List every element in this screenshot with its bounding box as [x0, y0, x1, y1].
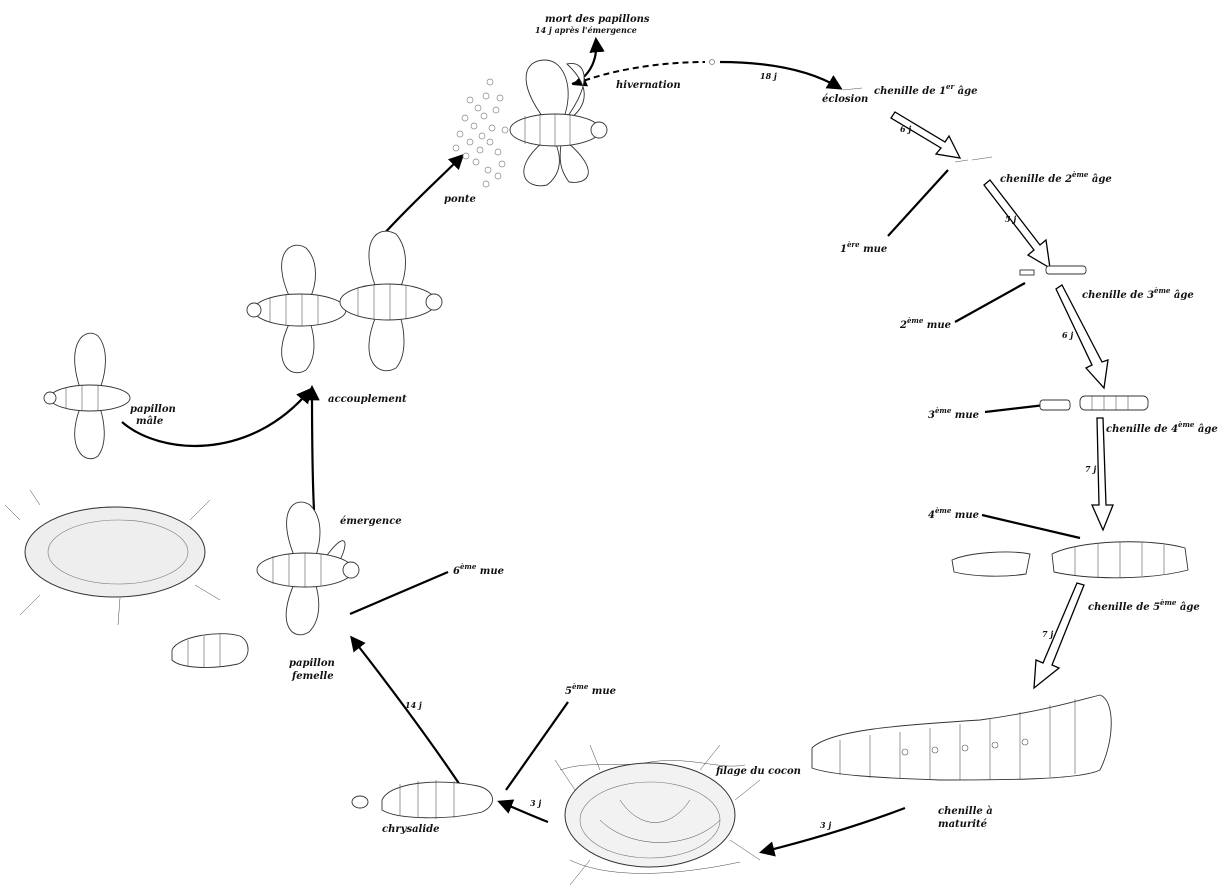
- label-chenille-2: chenille de 2ème âge: [1000, 170, 1112, 185]
- moult-lines: [350, 170, 1080, 790]
- label-chrysalide: chrysalide: [382, 824, 440, 835]
- arrow-6j-a: [891, 112, 960, 158]
- arrow-emergence: [312, 388, 314, 510]
- label-papillon-male-1: papillon: [130, 404, 176, 415]
- label-duration-3j-a: 3 j: [820, 820, 831, 830]
- label-mue-6: 6ème mue: [453, 562, 504, 577]
- label-papillon-femelle-2: femelle: [291, 671, 334, 682]
- caterpillar-stage-1-illustration: [843, 88, 862, 90]
- leader-mue-2: [955, 283, 1025, 322]
- caterpillar-stage-4-illustration: [1040, 396, 1148, 410]
- leader-mue-1: [888, 170, 948, 236]
- label-chenille-5: chenille de 5ème âge: [1088, 598, 1200, 613]
- leader-mue-3: [985, 405, 1045, 412]
- label-chenille-maturite-2: maturité: [938, 819, 987, 830]
- arrow-5j: [984, 180, 1050, 268]
- egg-illustration: [710, 60, 715, 65]
- label-duration-7j-a: 7 j: [1085, 464, 1096, 474]
- label-duration-18j: 18 j: [760, 71, 777, 81]
- label-hivernation: hivernation: [616, 80, 681, 91]
- label-chenille-4: chenille de 4ème âge: [1106, 420, 1218, 435]
- label-papillon-femelle-1: papillon: [289, 658, 335, 669]
- arrow-18j: [720, 62, 840, 88]
- label-duration-14j: 14 j: [405, 700, 422, 710]
- arrow-14j: [352, 638, 462, 788]
- label-mue-4: 4ème mue: [928, 506, 979, 521]
- label-papillon-male-2: mâle: [136, 416, 163, 427]
- caterpillar-stage-3-illustration: [1020, 266, 1086, 275]
- label-mort: mort des papillons: [545, 14, 650, 25]
- mating-moths-illustration: [247, 231, 442, 373]
- label-eclosion: éclosion: [822, 94, 868, 105]
- eggs-cluster-illustration: [453, 79, 508, 187]
- label-mort-sub: 14 j après l'émergence: [535, 25, 637, 35]
- label-mue-5: 5ème mue: [565, 682, 616, 697]
- label-duration-3j-b: 3 j: [530, 798, 541, 808]
- label-accouplement: accouplement: [328, 394, 407, 405]
- label-chenille-1: chenille de 1er âge: [874, 82, 978, 97]
- leader-mue-5: [506, 702, 568, 790]
- label-duration-6j-a: 6 j: [900, 124, 911, 134]
- male-moth-illustration: [44, 333, 130, 458]
- arrow-3j-cocoon: [762, 808, 905, 852]
- leader-mue-4: [982, 515, 1080, 538]
- mature-caterpillar-illustration: [812, 695, 1111, 780]
- label-mue-1: 1ère mue: [840, 240, 887, 255]
- pupa-casing-illustration: [172, 634, 248, 668]
- leader-mue-6: [350, 572, 448, 614]
- label-duration-6j-b: 6 j: [1062, 330, 1073, 340]
- label-duration-7j-b: 7 j: [1042, 629, 1053, 639]
- label-mue-2: 2ème mue: [899, 316, 951, 331]
- moth-laying-illustration: [510, 60, 607, 186]
- caterpillar-stage-5-illustration: [952, 542, 1188, 578]
- chrysalis-illustration: [352, 780, 493, 819]
- label-duration-5j: 5 j: [1005, 214, 1016, 224]
- label-chenille-3: chenille de 3ème âge: [1082, 286, 1194, 301]
- label-filage: filage du cocon: [715, 766, 801, 777]
- empty-cocoon-illustration: [5, 490, 220, 625]
- label-emergence: émergence: [340, 516, 402, 527]
- label-ponte: ponte: [444, 194, 476, 205]
- label-mue-3: 3ème mue: [928, 406, 979, 421]
- label-chenille-maturite-1: chenille à: [938, 806, 993, 817]
